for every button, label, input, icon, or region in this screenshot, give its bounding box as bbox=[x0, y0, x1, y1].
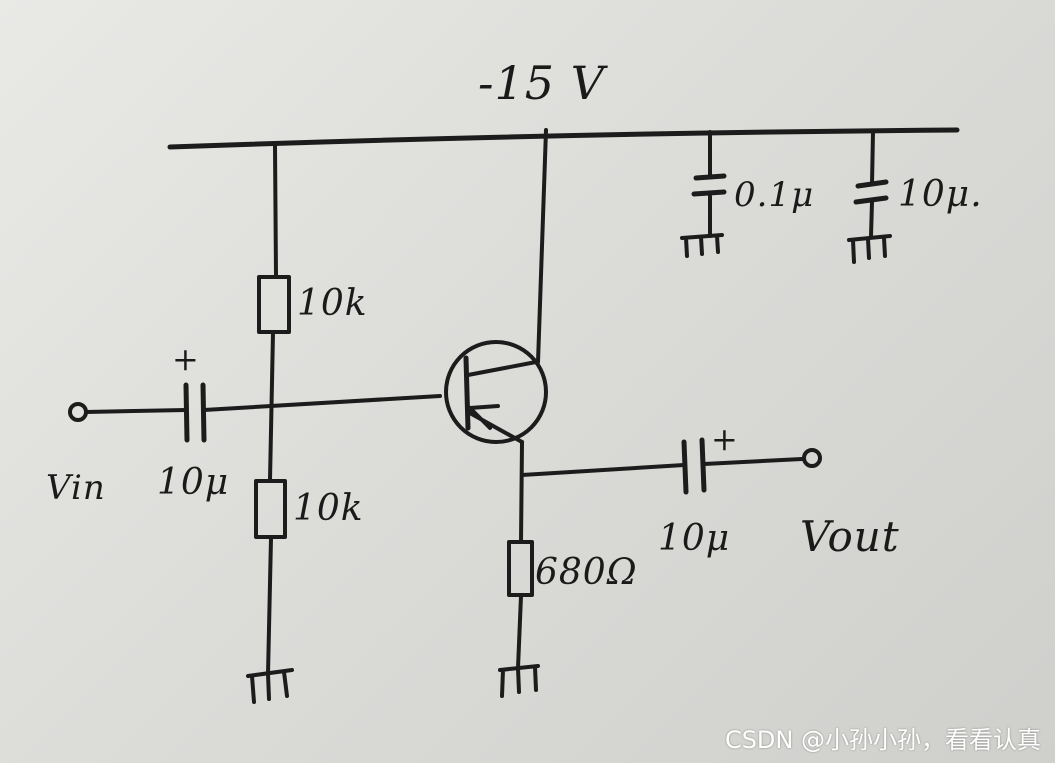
vout-terminal bbox=[802, 448, 822, 468]
vout-wire bbox=[702, 457, 804, 466]
c-bypass-small-label: 0.1μ bbox=[734, 175, 815, 215]
collector-wire bbox=[536, 128, 548, 364]
divider-wire-bottom bbox=[266, 536, 273, 676]
vin-terminal bbox=[68, 402, 88, 422]
resistor-r-top bbox=[257, 275, 291, 334]
r-emitter-label: 680Ω bbox=[535, 552, 638, 593]
ground-icon bbox=[680, 233, 724, 258]
divider-wire-top bbox=[273, 144, 278, 278]
ground-icon bbox=[498, 664, 540, 698]
capacitor-bypass-small bbox=[691, 173, 727, 197]
pnp-transistor-icon bbox=[444, 340, 548, 444]
supply-rail bbox=[167, 127, 960, 150]
c-out-label: 10μ bbox=[658, 518, 731, 559]
ground-icon bbox=[847, 234, 892, 264]
c-in-label: 10μ bbox=[157, 462, 230, 503]
c-bypass-large-label: 10μ. bbox=[898, 174, 983, 215]
vin-label: Vin bbox=[46, 468, 106, 508]
emitter-ground-wire bbox=[516, 594, 523, 670]
resistor-r-bottom bbox=[254, 479, 287, 539]
vin-wire bbox=[84, 408, 188, 414]
resistor-r-emitter bbox=[507, 540, 534, 597]
r-top-label: 10k bbox=[297, 283, 368, 324]
transistor-base-bar bbox=[463, 355, 471, 431]
r-bottom-label: 10k bbox=[293, 488, 364, 529]
output-wire bbox=[520, 463, 686, 477]
capacitor-bypass-large bbox=[853, 179, 889, 205]
watermark: CSDN @小孙小孙，看看认真 bbox=[724, 726, 1041, 754]
capacitor-c-out bbox=[681, 437, 707, 495]
ground-icon bbox=[246, 668, 294, 704]
bypass-cap-wire-large bbox=[869, 130, 875, 238]
emitter-wire bbox=[519, 440, 524, 544]
supply-label: -15 V bbox=[478, 56, 605, 110]
c-in-plus-label: + bbox=[172, 340, 200, 378]
c-out-plus-label: + bbox=[711, 420, 739, 458]
capacitor-c-in bbox=[183, 382, 207, 443]
vout-label: Vout bbox=[800, 512, 900, 561]
transistor-leads bbox=[466, 360, 538, 444]
base-wire bbox=[202, 394, 442, 412]
